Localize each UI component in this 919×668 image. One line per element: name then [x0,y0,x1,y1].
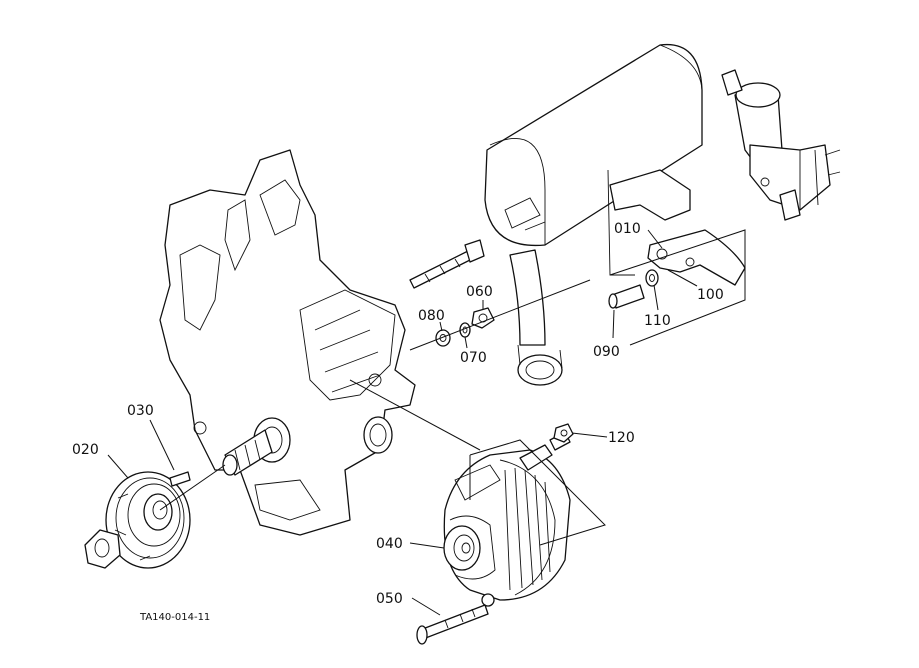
crankshaft-pulley [84,464,226,569]
label-010: 010 [614,221,641,237]
gear-case-cover [159,149,416,536]
alternator [349,379,606,607]
exhaust-elbow [721,69,841,221]
label-030: 030 [127,403,154,419]
label-060: 060 [466,284,493,300]
label-050: 050 [376,591,403,607]
stay-bracket [609,229,746,346]
label-110: 110 [644,313,671,329]
label-040: 040 [376,536,403,552]
label-020: 020 [72,442,99,458]
muffler-fasteners [409,239,659,351]
label-080: 080 [418,308,445,324]
alternator-fasteners [416,423,574,645]
muffler [484,43,703,386]
label-120: 120 [608,430,635,446]
label-090: 090 [593,344,620,360]
figure-caption: TA140-014-11 [139,612,210,623]
label-100: 100 [697,287,724,303]
label-070: 070 [460,350,487,366]
leader-lines [107,229,698,616]
